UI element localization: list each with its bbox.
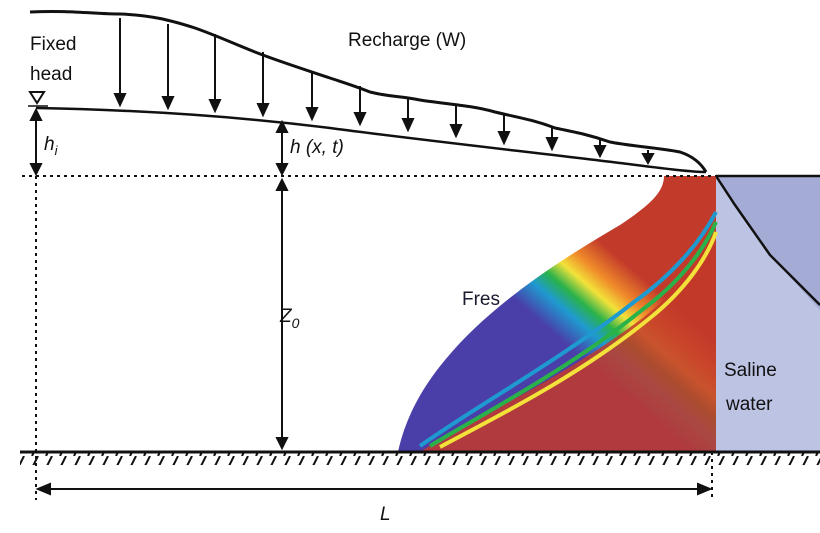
- ground-surface-line: [29, 9, 708, 173]
- saline-water-label-line1: Saline: [724, 360, 777, 381]
- recharge-arrows: [113, 18, 655, 166]
- sea-bed-slope: [714, 175, 820, 306]
- water-table-line: [35, 106, 707, 174]
- hi-dimension-arrow: [29, 107, 43, 177]
- fresh-water-label: Fres: [462, 289, 500, 310]
- length-label: L: [380, 504, 391, 525]
- fixed-head-marker-icon: [28, 91, 46, 105]
- length-dimension-arrow: [35, 482, 713, 496]
- z0-label: Z0: [279, 306, 300, 331]
- aquifer-base-hatch: [20, 453, 820, 465]
- saltwater-wedge: [398, 176, 718, 452]
- hxt-dimension-arrow: [275, 119, 289, 177]
- saline-water-label-line2: water: [725, 394, 773, 415]
- fixed-head-label-line1: Fixed: [30, 34, 76, 55]
- hi-label: hi: [44, 134, 59, 158]
- fixed-head-label-line2: head: [30, 64, 72, 85]
- hxt-label: h (x, t): [290, 137, 344, 158]
- sea-water-surface: [716, 176, 820, 310]
- z0-dimension-arrow: [275, 177, 289, 451]
- recharge-label: Recharge (W): [348, 30, 466, 51]
